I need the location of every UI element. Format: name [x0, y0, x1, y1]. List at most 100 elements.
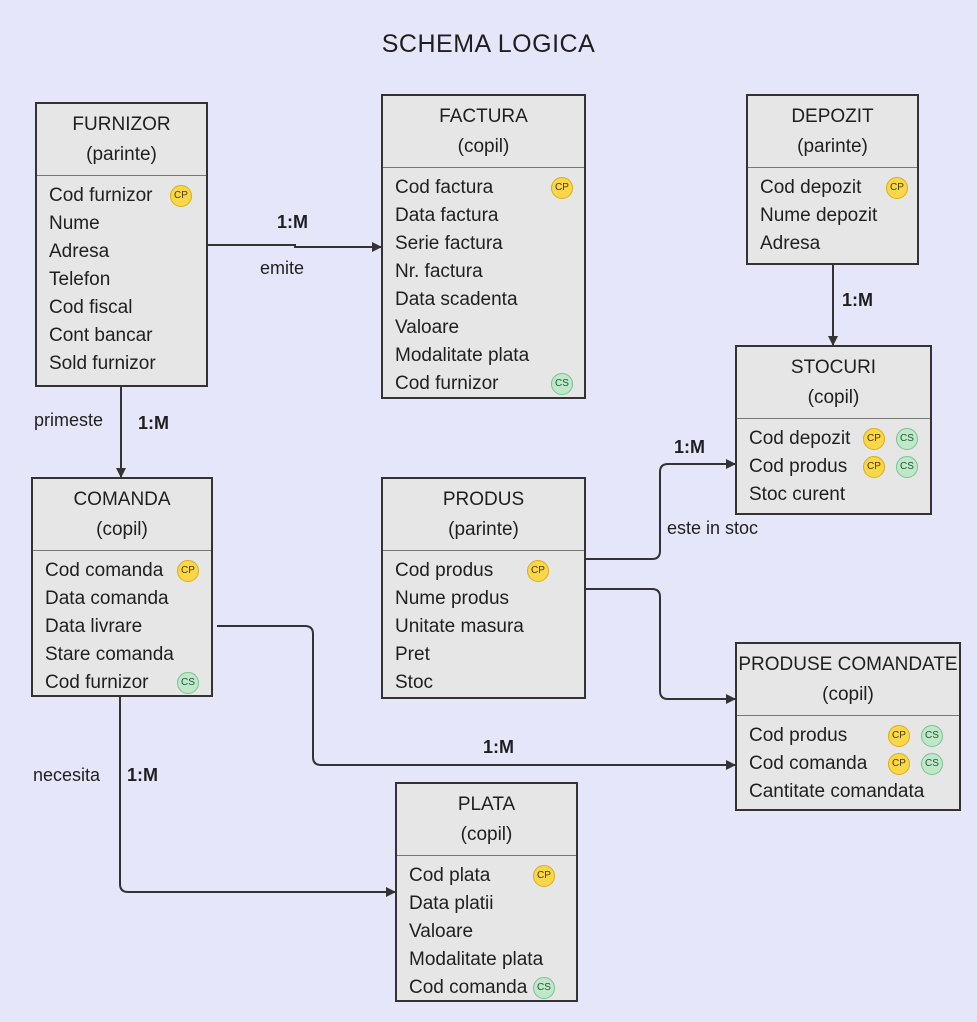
entity-name: DEPOZIT [791, 106, 874, 127]
primary-key-badge: CP [527, 560, 549, 582]
entity-name: FACTURA [439, 106, 528, 127]
attribute-name: Telefon [49, 269, 111, 290]
primary-key-badge: CP [863, 456, 885, 478]
attribute-name: Data comanda [45, 588, 169, 609]
attribute-name: Cod factura [395, 177, 494, 198]
entity-name: STOCURI [790, 357, 877, 378]
attribute-name: Valoare [395, 317, 460, 338]
cardinality-depozit-stocuri: 1:M [842, 290, 873, 310]
attribute-name: Data scadenta [395, 289, 518, 310]
edge-produs-stocuri [586, 459, 736, 560]
attribute-name: Adresa [760, 233, 821, 254]
attribute-row: Telefon [37, 266, 206, 294]
attribute-row: Pret [383, 641, 584, 669]
foreign-key-badge: CS [896, 456, 918, 478]
edge-comanda-plata [119, 697, 396, 897]
attribute-name: Cod comanda [45, 560, 164, 581]
attribute-row: Cantitate comandata [737, 778, 959, 806]
attribute-name: Unitate masura [395, 616, 524, 637]
entity-name: COMANDA [73, 489, 171, 510]
attribute-name: Adresa [49, 241, 110, 262]
attribute-row: Stare comanda [33, 641, 211, 669]
foreign-key-badge: CS [551, 373, 573, 395]
cardinality-comanda-produse-comandate: 1:M [483, 737, 514, 757]
attribute-row: Cod produs CP [383, 557, 584, 585]
primary-key-badge: CP [888, 725, 910, 747]
foreign-key-badge: CS [921, 753, 943, 775]
entity-role: (copil) [460, 824, 513, 845]
attribute-row: Nume depozit [748, 202, 917, 230]
entity-role: (copil) [96, 519, 148, 540]
attribute-name: Sold furnizor [49, 353, 156, 374]
attribute-row: Nume [37, 210, 206, 238]
cardinality-furnizor-comanda: 1:M [138, 413, 169, 433]
attribute-row: Data platii [397, 890, 576, 918]
attribute-row: Cod depozit CP [748, 174, 917, 202]
foreign-key-badge: CS [921, 725, 943, 747]
primary-key-badge: CP [863, 428, 885, 450]
primary-key-badge: CP [533, 865, 555, 887]
attribute-row: Cod produs CP CS [737, 453, 930, 481]
attribute-name: Cod produs [395, 560, 494, 581]
entity-name: FURNIZOR [72, 114, 171, 135]
edge-furnizor-factura [207, 242, 382, 252]
attribute-row: Data livrare [33, 613, 211, 641]
attribute-row: Cont bancar [37, 322, 206, 350]
attribute-row: Adresa [748, 230, 917, 258]
attribute-row: Nume produs [383, 585, 584, 613]
attribute-name: Cont bancar [49, 325, 153, 346]
edge-produs-produse-comandate [586, 588, 736, 704]
attribute-row: Unitate masura [383, 613, 584, 641]
attribute-row: Cod fiscal [37, 294, 206, 322]
attribute-row: Stoc curent [737, 481, 930, 509]
cardinality-produs-stocuri: 1:M [674, 437, 705, 457]
cardinality-comanda-plata: 1:M [127, 765, 158, 785]
attribute-name: Pret [395, 644, 430, 665]
label-furnizor-factura: emite [260, 258, 305, 278]
attribute-name: Serie factura [395, 233, 503, 254]
primary-key-badge: CP [888, 753, 910, 775]
edge-comanda-produse-comandate [217, 625, 736, 770]
attribute-name: Cod depozit [760, 177, 862, 198]
attribute-row: Nr. factura [383, 258, 584, 286]
attribute-name: Stoc curent [749, 484, 846, 505]
attribute-name: Cod comanda [409, 977, 528, 998]
entity-role: (copil) [807, 387, 860, 408]
label-furnizor-comanda: primeste [34, 410, 104, 430]
attribute-row: Data comanda [33, 585, 211, 613]
attribute-name: Valoare [409, 921, 474, 942]
attribute-name: Modalitate plata [409, 949, 544, 970]
entity-role: (parinte) [86, 144, 157, 165]
attribute-row: Sold furnizor [37, 350, 206, 378]
attribute-name: Nume produs [395, 588, 510, 609]
attribute-name: Cod produs [749, 456, 848, 477]
entity-role: (parinte) [448, 519, 519, 540]
label-comanda-plata: necesita [33, 765, 101, 785]
primary-key-badge: CP [886, 177, 908, 199]
foreign-key-badge: CS [177, 672, 199, 694]
attribute-name: Cod comanda [749, 753, 868, 774]
attribute-row: Adresa [37, 238, 206, 266]
attribute-row: Serie factura [383, 230, 584, 258]
entity-role: (parinte) [797, 136, 868, 157]
attribute-name: Data platii [409, 893, 494, 914]
attribute-row: Cod comanda CP CS [737, 750, 959, 778]
